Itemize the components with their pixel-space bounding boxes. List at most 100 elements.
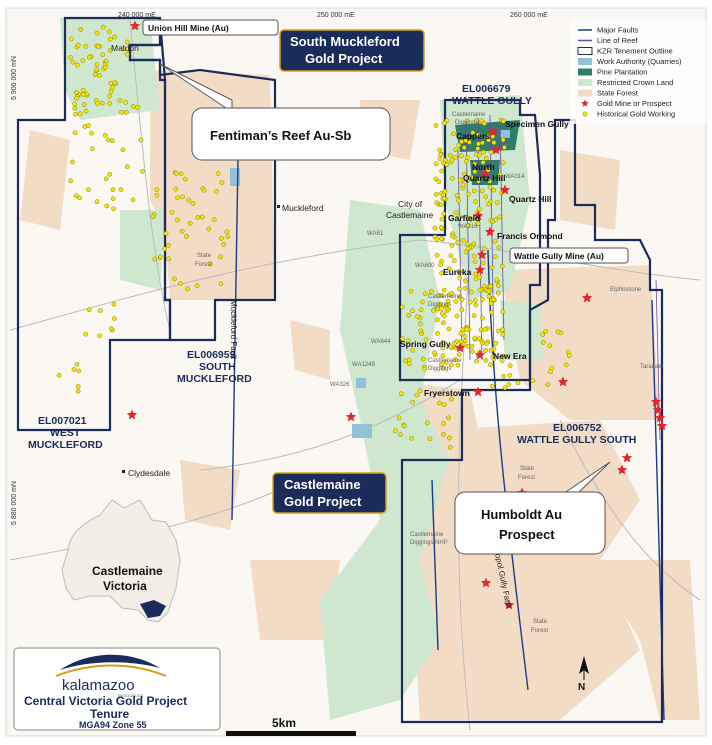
historical-gold-working — [474, 118, 479, 124]
historical-gold-working — [459, 307, 465, 313]
historical-gold-working — [466, 216, 472, 221]
el006752-id: EL006752 — [553, 422, 602, 434]
historical-gold-working — [219, 235, 224, 241]
historical-gold-working — [121, 46, 127, 52]
deposit-cappers: Cappers — [456, 131, 490, 141]
historical-gold-working — [69, 36, 74, 42]
place-taradale: Taradale — [640, 364, 664, 370]
historical-gold-working — [461, 341, 467, 347]
historical-gold-working — [68, 55, 73, 60]
gold-mine-star-icon — [499, 184, 511, 195]
historical-gold-working — [491, 296, 496, 302]
historical-gold-working — [453, 155, 458, 160]
gold-mine-star-icon — [474, 264, 486, 275]
title-block: kalamazoo RESOURCES Central Victoria Gol… — [13, 647, 221, 731]
el006959-id: EL006959 — [187, 349, 236, 361]
historical-gold-working — [436, 293, 442, 298]
historical-gold-working — [447, 152, 453, 158]
historical-gold-working — [460, 237, 466, 243]
historical-gold-working — [446, 415, 451, 421]
historical-gold-working — [473, 302, 479, 308]
muckleford-fault-label: Muckleford Fault — [229, 300, 238, 360]
kalamazoo-logo-sub: RESOURCES — [118, 693, 144, 698]
historical-gold-working — [75, 388, 81, 394]
gold-mine-star-icon — [484, 226, 496, 237]
legend-label: Line of Reef — [597, 36, 638, 45]
historical-gold-working — [502, 385, 508, 391]
historical-gold-working — [179, 228, 185, 234]
historical-gold-working — [436, 179, 442, 184]
gold-mine-star-icon — [654, 412, 666, 423]
svg-text:240 000 mE: 240 000 mE — [118, 12, 156, 19]
historical-gold-working — [481, 149, 486, 155]
svg-text:Diggings: Diggings — [428, 302, 451, 308]
gold-mine-star-icon — [472, 210, 484, 221]
historical-gold-working — [182, 176, 188, 182]
historical-gold-working — [56, 372, 62, 378]
historical-gold-working — [417, 321, 423, 327]
historical-gold-working — [94, 62, 100, 67]
historical-gold-working — [464, 241, 470, 247]
historical-gold-working — [163, 230, 169, 236]
historical-gold-working — [490, 383, 495, 389]
historical-gold-working — [70, 59, 76, 65]
svg-text:WA644: WA644 — [371, 339, 391, 345]
el006752-name: WATTLE GULLY SOUTH — [517, 434, 636, 446]
historical-gold-working — [94, 67, 99, 72]
australia-inset: Castlemaine Victoria — [61, 499, 181, 623]
svg-text:WA314: WA314 — [505, 174, 525, 180]
historical-gold-working — [507, 363, 513, 368]
historical-gold-working — [104, 203, 109, 209]
historical-gold-working — [455, 362, 461, 368]
historical-gold-working — [459, 139, 464, 144]
historical-gold-working — [400, 336, 405, 342]
historical-gold-working — [484, 341, 489, 346]
historical-gold-working — [73, 111, 78, 117]
historical-gold-working — [483, 357, 489, 363]
historical-gold-working — [174, 170, 179, 176]
historical-gold-working — [437, 147, 443, 153]
historical-gold-working — [162, 246, 167, 252]
historical-gold-working — [420, 356, 426, 362]
svg-text:Castlemaine: Castlemaine — [410, 532, 444, 538]
historical-gold-working — [471, 253, 477, 259]
historical-gold-working — [450, 233, 455, 239]
legend-symbol-fill — [578, 68, 592, 76]
historical-gold-working — [483, 156, 489, 161]
historical-gold-working — [194, 283, 200, 289]
historical-gold-working — [406, 361, 412, 367]
historical-gold-working — [97, 333, 102, 339]
historical-gold-working — [467, 139, 472, 145]
historical-gold-working — [440, 345, 446, 351]
historical-gold-working — [74, 90, 79, 95]
svg-text:Forest: Forest — [195, 262, 212, 268]
legend-label: Restricted Crown Land — [597, 78, 673, 87]
svg-text:250 000 mE: 250 000 mE — [317, 12, 355, 19]
historical-gold-working — [494, 277, 500, 283]
svg-text:WA326: WA326 — [330, 382, 350, 388]
historical-gold-working — [118, 187, 124, 192]
victoria-shape — [140, 600, 166, 618]
historical-gold-working — [458, 331, 464, 336]
historical-gold-working — [465, 223, 471, 229]
historical-gold-working — [73, 193, 79, 198]
historical-gold-working — [195, 215, 201, 220]
historical-gold-working — [488, 283, 494, 289]
historical-gold-working — [423, 337, 429, 342]
svg-text:Wattle Gully Mine (Au): Wattle Gully Mine (Au) — [514, 251, 604, 261]
historical-gold-working — [138, 137, 144, 143]
historical-gold-working — [180, 194, 185, 200]
place-labels: Maldon Muckleford City of Castlemaine Cl… — [111, 43, 664, 478]
gold-mine-star-icon — [581, 292, 593, 303]
legend-symbol-fill — [578, 79, 592, 86]
historical-gold-working — [455, 240, 461, 245]
historical-gold-working — [186, 197, 192, 203]
line-of-reef — [457, 114, 661, 441]
historical-gold-working — [496, 290, 501, 296]
historical-gold-working — [461, 145, 467, 150]
historical-gold-working — [470, 130, 476, 135]
historical-gold-working — [435, 330, 440, 336]
gold-mines-or-prospects — [126, 20, 668, 610]
